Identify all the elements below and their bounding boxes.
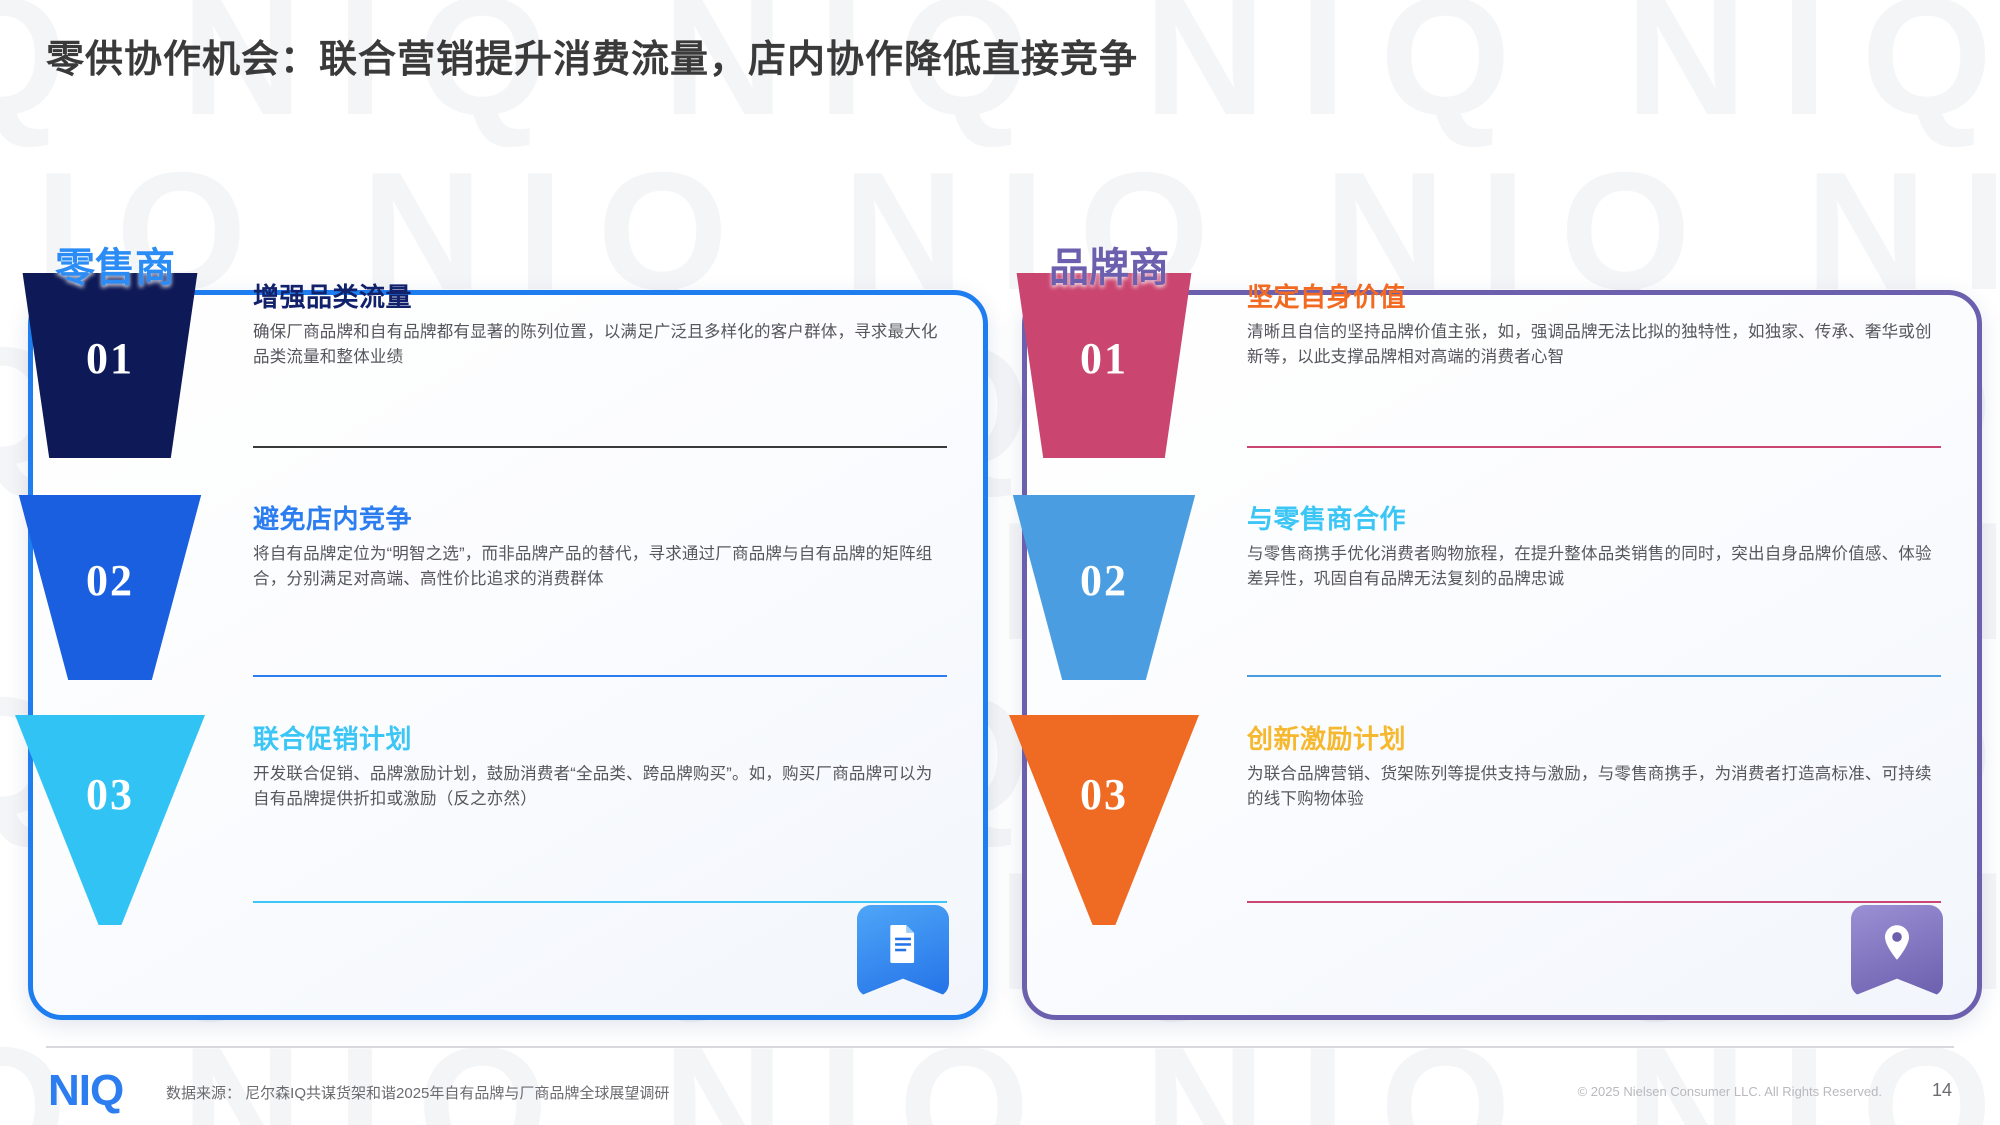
item-number: 03: [86, 769, 134, 819]
retailer-panel-label: 零售商: [55, 246, 175, 290]
item-content: 坚定自身价值清晰且自信的坚持品牌价值主张，如，强调品牌无法比拟的独特性，如独家、…: [1247, 277, 1941, 370]
item-number: 02: [1080, 556, 1128, 605]
item-list: 01 增强品类流量确保厂商品牌和自有品牌都有显著的陈列位置，以满足广泛且多样化的客…: [15, 273, 983, 1015]
item-heading: 坚定自身价值: [1247, 282, 1407, 312]
item-divider: [1247, 675, 1941, 677]
item-number-funnel: 03: [1009, 715, 1199, 925]
item-row: 02 避免店内竞争将自有品牌定位为“明智之选”，而非品牌产品的替代，寻求通过厂商品…: [15, 485, 965, 700]
footer-divider: [46, 1046, 1954, 1048]
item-heading: 增强品类流量: [253, 282, 413, 312]
item-content: 联合促销计划开发联合促销、品牌激励计划，鼓励消费者“全品类、跨品牌购买”。如，购…: [253, 719, 947, 812]
item-number-funnel: 03: [15, 715, 205, 925]
brand-panel-label: 品牌商: [1049, 246, 1169, 290]
item-number-funnel: 01: [22, 273, 198, 458]
item-number: 03: [1080, 769, 1128, 819]
footer-source-text: 数据来源： 尼尔森IQ共谋货架和谐2025年自有品牌与厂商品牌全球展望调研: [166, 1085, 670, 1102]
item-row: 01 坚定自身价值清晰且自信的坚持品牌价值主张，如，强调品牌无法比拟的独特性，如独…: [1009, 263, 1959, 478]
page-number: 14: [1931, 1080, 1952, 1100]
brand-panel: 品牌商 01 坚定自身价值清晰且自信的坚持品牌价值主张，如，强调品牌无法比拟的独特性…: [1009, 246, 1982, 1020]
page-title: 零供协作机会：联合营销提升消费流量，店内协作降低直接竞争: [46, 39, 1139, 81]
item-row: 03 联合促销计划开发联合促销、品牌激励计划，鼓励消费者“全品类、跨品牌购买”。如…: [15, 705, 965, 925]
item-row: 02 与零售商合作与零售商携手优化消费者购物旅程，在提升整体品类销售的同时，突出自…: [1009, 485, 1959, 700]
footer-copyright: © 2025 Nielsen Consumer LLC. All Rights …: [1577, 1084, 1882, 1099]
item-row: 01 增强品类流量确保厂商品牌和自有品牌都有显著的陈列位置，以满足广泛且多样化的客…: [15, 263, 965, 478]
item-divider: [253, 901, 947, 903]
item-body-text: 为联合品牌营销、货架陈列等提供支持与激励，与零售商携手，为消费者打造高标准、可持…: [1247, 765, 1932, 808]
item-divider: [253, 675, 947, 677]
item-heading: 创新激励计划: [1247, 724, 1407, 754]
item-divider: [1247, 901, 1941, 903]
item-list: 01 坚定自身价值清晰且自信的坚持品牌价值主张，如，强调品牌无法比拟的独特性，如独…: [1009, 273, 1977, 1015]
item-number-funnel: 02: [1012, 495, 1196, 680]
item-number-funnel: 01: [1016, 273, 1192, 458]
item-divider: [1247, 446, 1941, 448]
document-icon: [884, 923, 922, 970]
niq-logo: NIQ: [48, 1066, 124, 1115]
item-body-text: 将自有品牌定位为“明智之选”，而非品牌产品的替代，寻求通过厂商品牌与自有品牌的矩…: [253, 545, 933, 588]
item-number: 01: [86, 334, 134, 383]
item-content: 创新激励计划为联合品牌营销、货架陈列等提供支持与激励，与零售商携手，为消费者打造…: [1247, 719, 1941, 812]
item-body-text: 清晰且自信的坚持品牌价值主张，如，强调品牌无法比拟的独特性，如独家、传承、奢华或…: [1247, 323, 1932, 366]
item-heading: 与零售商合作: [1247, 504, 1407, 534]
item-body-text: 与零售商携手优化消费者购物旅程，在提升整体品类销售的同时，突出自身品牌价值感、体…: [1247, 545, 1932, 588]
item-content: 避免店内竞争将自有品牌定位为“明智之选”，而非品牌产品的替代，寻求通过厂商品牌与…: [253, 499, 947, 592]
item-content: 增强品类流量确保厂商品牌和自有品牌都有显著的陈列位置，以满足广泛且多样化的客户群…: [253, 277, 947, 370]
item-row: 03 创新激励计划为联合品牌营销、货架陈列等提供支持与激励，与零售商携手，为消费者…: [1009, 705, 1959, 925]
item-body-text: 开发联合促销、品牌激励计划，鼓励消费者“全品类、跨品牌购买”。如，购买厂商品牌可…: [253, 765, 933, 808]
item-number-funnel: 02: [18, 495, 202, 680]
item-heading: 避免店内竞争: [253, 504, 413, 534]
location-pin-icon: [1880, 923, 1914, 970]
item-divider: [253, 446, 947, 448]
item-heading: 联合促销计划: [253, 724, 413, 754]
item-number: 02: [86, 556, 134, 605]
item-content: 与零售商合作与零售商携手优化消费者购物旅程，在提升整体品类销售的同时，突出自身品…: [1247, 499, 1941, 592]
item-number: 01: [1080, 334, 1128, 383]
retailer-panel: 零售商 01 增强品类流量确保厂商品牌和自有品牌都有显著的陈列位置，以满足广泛且多样…: [15, 246, 988, 1020]
item-body-text: 确保厂商品牌和自有品牌都有显著的陈列位置，以满足广泛且多样化的客户群体，寻求最大…: [253, 323, 938, 366]
footer: NIQ 数据来源： 尼尔森IQ共谋货架和谐2025年自有品牌与厂商品牌全球展望调…: [0, 1062, 2000, 1122]
